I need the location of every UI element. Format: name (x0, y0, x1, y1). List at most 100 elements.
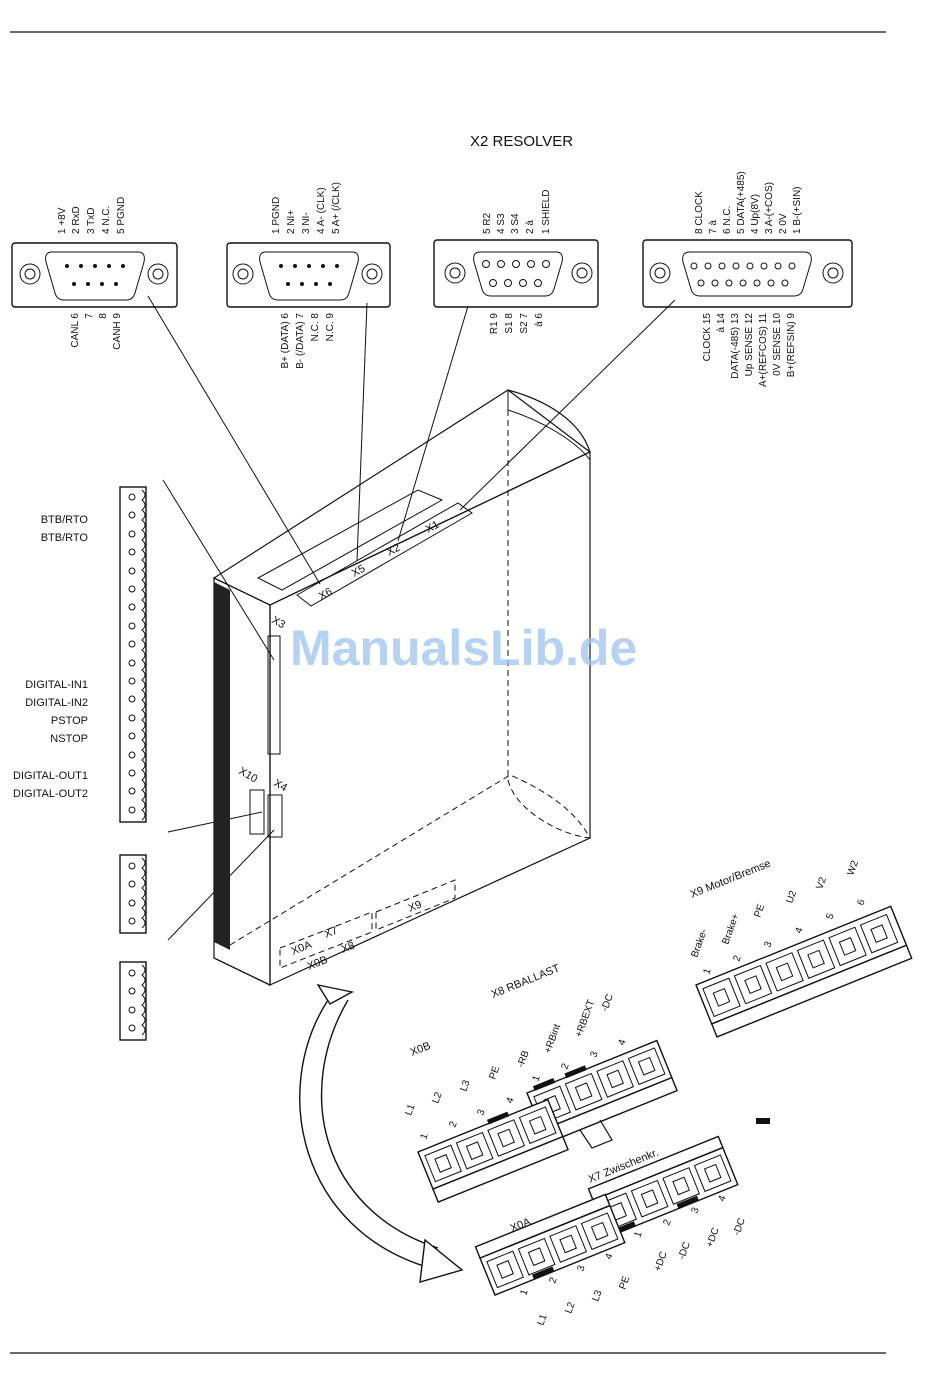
x2-pin-6: à 6 (534, 313, 545, 327)
can-pin-8: 8 (98, 313, 109, 319)
label-x8: X8 (340, 940, 357, 956)
x0b-plug (417, 1098, 569, 1203)
x5-connector: 1 PGND 2 NI+ 3 NI- 4 A- (CLK) 5 A+ (/CLK… (226, 182, 391, 369)
x0a-labels: 1 2 3 4 L1 L2 L3 PE (518, 1252, 632, 1327)
x3-signal-labels: BTB/RTO BTB/RTO DIGITAL-IN1 DIGITAL-IN2 … (13, 514, 88, 800)
label-x2: X2 (385, 542, 403, 559)
x3-signal: NSTOP (50, 733, 88, 745)
x8-bridge (579, 1119, 613, 1149)
x2-pin-4: 4 S3 (496, 213, 507, 234)
x7-label-3: +DC (704, 1226, 721, 1249)
can-pin-4: 4 N.C. (101, 206, 112, 234)
can-pin-3: 3 TxD (86, 208, 97, 235)
servo-amplifier-body (212, 389, 592, 986)
can-pin-7: 7 (84, 313, 95, 319)
x3-signal: BTB/RTO (41, 514, 89, 526)
label-x9: X9 (407, 899, 424, 915)
x1-pin-9: B+(REFSIN) 9 (786, 313, 797, 378)
x1-pin-11: A+(REFCOS) 11 (758, 313, 769, 387)
x9-title: X9 Motor/Bremse (689, 858, 773, 901)
x0a-num-4: 4 (603, 1252, 615, 1261)
x5-pin-1: 1 PGND (271, 197, 282, 234)
x8-label-1: -RB (515, 1049, 531, 1069)
x9-label-4: U2 (784, 889, 799, 905)
x1-pin-6: 6 N.C. (722, 206, 733, 234)
label-x4: X4 (272, 777, 290, 794)
label-x3: X3 (270, 614, 288, 631)
x8-num-3: 3 (588, 1050, 600, 1059)
x7-label-4: -DC (731, 1217, 747, 1237)
x0a-num-2: 2 (547, 1276, 559, 1285)
x10-terminal (119, 854, 147, 934)
x0b-num-1: 1 (418, 1132, 430, 1141)
x2-pin-2: 2 à (525, 220, 536, 234)
x0b-num-3: 3 (475, 1108, 487, 1117)
x1-pin-14: à 14 (716, 313, 727, 333)
x9-num-1: 1 (701, 967, 713, 976)
x3-terminal-strip (119, 486, 147, 823)
x8-plug (526, 1039, 678, 1144)
can-pin-6: CANL 6 (70, 313, 81, 348)
x9-num-5: 5 (824, 912, 836, 921)
x9-num-3: 3 (762, 940, 774, 949)
label-x5: X5 (350, 563, 368, 580)
marker (756, 1118, 770, 1124)
can-pin-2: 2 RxD (71, 206, 82, 234)
x0b-num-2: 2 (447, 1120, 459, 1129)
x5-pin-8: N.C. 8 (310, 313, 321, 342)
x3-signal: PSTOP (51, 715, 88, 727)
x2-pin-3: 3 S4 (510, 213, 521, 234)
x5-pin-9: N.C. 9 (325, 313, 336, 342)
x3-signal: DIGITAL-IN1 (25, 679, 88, 691)
x0b-label-3: L3 (458, 1078, 472, 1093)
x0b-labels: 1 2 3 4 L1 L2 L3 PE (403, 1064, 516, 1141)
x1-pin-15: CLOCK 15 (702, 313, 713, 362)
x0b-title: X0B (409, 1040, 433, 1059)
x0b-label-4: PE (487, 1064, 502, 1081)
x5-pin-4: 4 A- (CLK) (316, 187, 327, 234)
x9-num-4: 4 (793, 926, 805, 935)
x5-pin-5: 5 A+ (/CLK) (331, 182, 342, 234)
x7-num-1: 1 (632, 1230, 644, 1239)
x2-pin-8: S1 8 (504, 313, 515, 334)
x8-title: X8 RBALLAST (490, 962, 562, 1000)
watermark: ManualsLib.de (290, 620, 637, 676)
x1-pin-13: DATA(-485) 13 (730, 313, 741, 379)
x5-pin-6: B+ (DATA) 6 (280, 313, 291, 369)
x8-label-4: -DC (599, 993, 615, 1013)
x7-labels: 1 2 3 4 +DC -DC +DC -DC (632, 1194, 747, 1273)
label-x6: X6 (317, 586, 335, 603)
x0a-label-1: L1 (535, 1312, 549, 1327)
x5-pin-2: 2 NI+ (286, 210, 297, 234)
can-pin-5: 5 PGND (116, 197, 127, 234)
x1-pin-2: 2 0V (778, 213, 789, 234)
x8-labels: 1 2 3 4 -RB +RBint +RBEXT -DC (515, 993, 628, 1083)
x0a-label-3: L3 (590, 1288, 604, 1303)
x1-pin-5: 5 DATA(+485) (736, 171, 747, 234)
x7-num-2: 2 (661, 1218, 673, 1227)
x9-num-6: 6 (855, 898, 867, 907)
curved-arrow (299, 983, 464, 1283)
label-x10: X10 (237, 765, 260, 785)
x9-label-2: Brake+ (720, 912, 741, 946)
x9-label-5: V2 (814, 875, 829, 891)
x9-num-2: 2 (731, 954, 743, 963)
x3-signal: DIGITAL-OUT2 (13, 788, 88, 800)
x2-pin-1: 1 SHIELD (541, 190, 552, 234)
can-pin-9: CANH 9 (112, 313, 123, 350)
x9-label-6: W2 (845, 859, 861, 877)
x7-label-1: +DC (652, 1250, 669, 1273)
x0a-label-4: PE (617, 1274, 632, 1291)
x1-pin-10: 0V SENSE 10 (772, 313, 783, 376)
label-x0a: X0A (290, 939, 314, 958)
x0b-label-1: L1 (403, 1102, 417, 1117)
device-port-labels: X6 X5 X2 X1 X3 X10 X4 X0A X7 X0B X8 X9 (237, 519, 442, 973)
label-x1: X1 (424, 519, 442, 536)
x2-pin-5: 5 R2 (482, 212, 493, 234)
x7-num-4: 4 (716, 1194, 728, 1203)
x0a-num-3: 3 (575, 1264, 587, 1273)
x0b-label-2: L2 (430, 1090, 444, 1105)
x8-num-1: 1 (530, 1074, 542, 1083)
x4-terminal (119, 961, 147, 1041)
